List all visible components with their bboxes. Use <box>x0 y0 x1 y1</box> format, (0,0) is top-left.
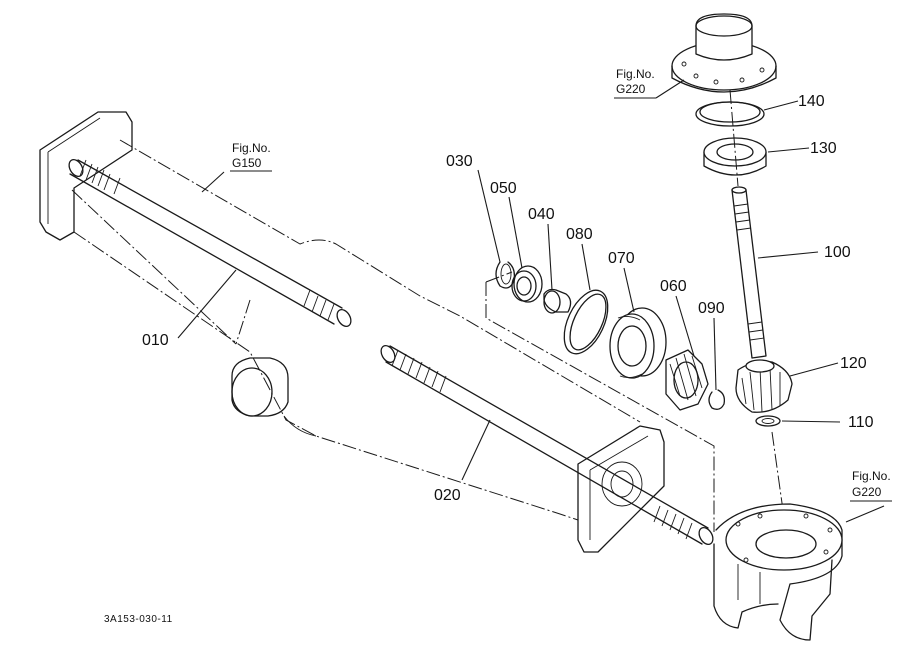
housing-boss <box>231 357 317 437</box>
shaft-010 <box>68 158 352 328</box>
callout-060: 060 <box>660 278 687 295</box>
bevel-gear-060 <box>665 349 709 411</box>
fig-ref-g150: Fig.No. G150 <box>230 141 272 172</box>
collar-040 <box>543 288 572 314</box>
callout-030: 030 <box>446 153 473 170</box>
fig-ref-g150-line2: G150 <box>232 156 262 170</box>
shaft-020 <box>380 344 714 546</box>
washer-110 <box>755 415 781 427</box>
callout-100: 100 <box>824 244 851 261</box>
o-ring-080 <box>563 289 609 355</box>
callout-070: 070 <box>608 250 635 267</box>
fig-ref-g220-bottom-line2: G220 <box>852 485 882 499</box>
fig-ref-g220-top-line2: G220 <box>616 82 646 96</box>
bottom-gear-case <box>713 503 843 641</box>
axle-housing-outline <box>39 111 715 553</box>
callout-040: 040 <box>528 206 555 223</box>
pinion-axis <box>729 89 791 561</box>
callout-020: 020 <box>434 487 461 504</box>
pinion-shaft-100 <box>731 186 767 359</box>
callout-130: 130 <box>810 140 837 157</box>
shim-ring-140 <box>695 101 765 127</box>
callout-050: 050 <box>490 180 517 197</box>
clip-090 <box>708 389 726 410</box>
bevel-pinion-120 <box>735 359 793 413</box>
drawing-id: 3A153-030-11 <box>104 614 173 625</box>
fig-ref-g220-top: Fig.No. G220 <box>614 67 656 99</box>
bearing-070 <box>609 307 667 379</box>
bearing-050 <box>511 265 543 303</box>
callout-120: 120 <box>840 355 867 372</box>
callout-090: 090 <box>698 300 725 317</box>
fig-ref-g150-line1: Fig.No. <box>232 141 271 155</box>
callout-140: 140 <box>798 93 825 110</box>
callout-080: 080 <box>566 226 593 243</box>
leader-lines <box>177 79 885 523</box>
callout-010: 010 <box>142 332 169 349</box>
fig-ref-g220-bottom-line1: Fig.No. <box>852 469 891 483</box>
fig-ref-g220-bottom: Fig.No. G220 <box>850 469 892 502</box>
top-gear-case <box>671 13 777 93</box>
fig-ref-g220-top-line1: Fig.No. <box>616 67 655 81</box>
callout-110: 110 <box>848 414 874 431</box>
snap-ring-030 <box>495 261 516 289</box>
bearing-130 <box>703 137 767 176</box>
